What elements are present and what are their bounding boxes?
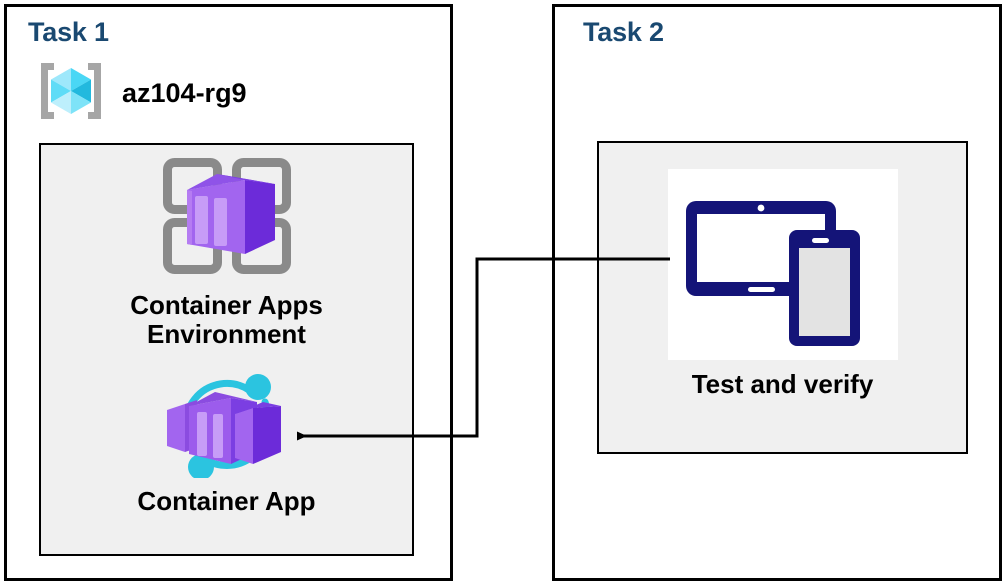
container-app-node: Container App — [39, 372, 414, 516]
resource-group-row: az104-rg9 — [34, 60, 247, 127]
container-app-caption: Container App — [137, 486, 316, 516]
test-and-verify-caption: Test and verify — [691, 369, 874, 399]
container-apps-environment-node: Container Apps Environment — [39, 152, 414, 349]
devices-test-icon — [667, 169, 898, 360]
container-app-icon — [153, 372, 301, 483]
task-1-label: Task 1 — [28, 17, 109, 47]
resource-group-icon — [34, 60, 108, 127]
container-apps-environment-icon — [157, 152, 297, 285]
resource-group-name: az104-rg9 — [122, 78, 247, 108]
container-apps-environment-caption: Container Apps Environment — [130, 290, 323, 350]
test-and-verify-node: Test and verify — [597, 169, 968, 399]
task-2-label: Task 2 — [583, 17, 664, 47]
